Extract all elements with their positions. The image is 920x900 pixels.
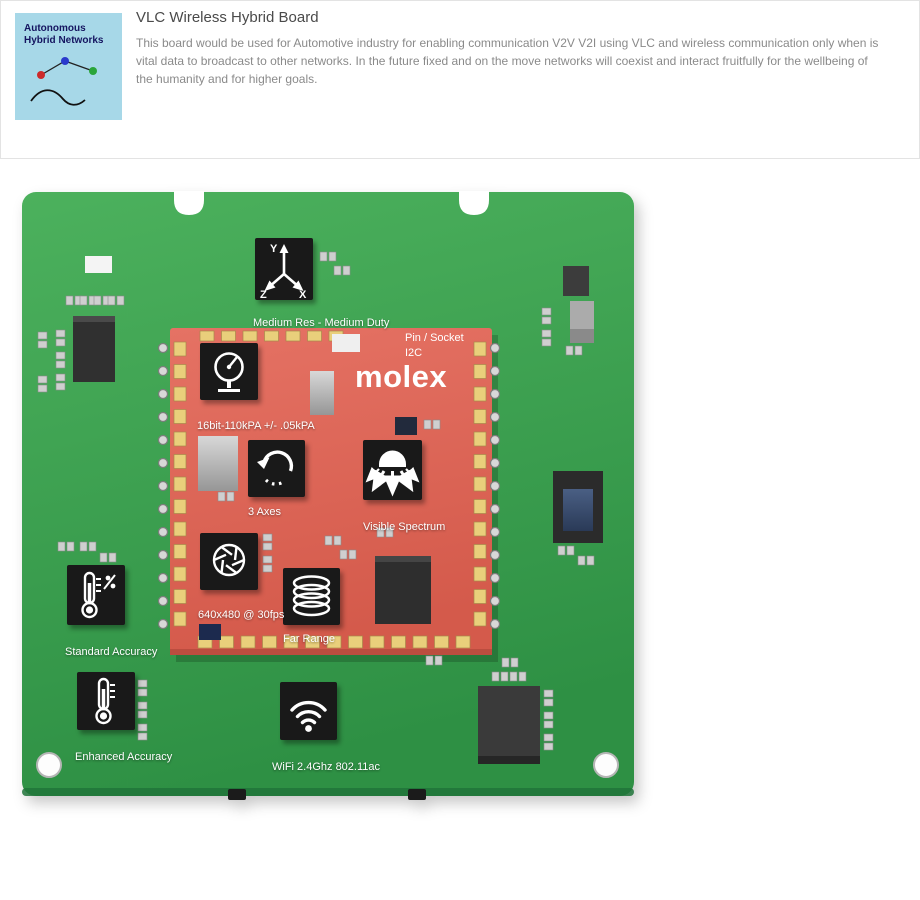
aperture-icon <box>200 533 258 590</box>
rotation-icon <box>248 440 305 497</box>
chip-top-left <box>73 316 115 382</box>
chip-bottom-right <box>478 686 540 764</box>
network-node-red <box>37 71 45 79</box>
molex-brand-text: molex <box>355 359 448 394</box>
logo-text-line2: Hybrid Networks <box>24 35 104 46</box>
label-temp-enhanced: Enhanced Accuracy <box>75 751 173 763</box>
module-main-ic <box>375 556 431 624</box>
label-vlc: Visible Spectrum <box>363 521 446 533</box>
xyz-axes-icon: Y Z X <box>255 238 313 300</box>
project-description: This board would be used for Automotive … <box>136 36 879 86</box>
label-temp-standard: Standard Accuracy <box>65 646 158 658</box>
label-accelerometer: Medium Res - Medium Duty <box>253 317 390 329</box>
wave-line <box>30 89 86 106</box>
mounting-hole-left <box>36 752 62 778</box>
pcb-render: Y Z X <box>22 190 634 806</box>
wifi-icon <box>280 682 337 740</box>
chip-top-right <box>563 266 589 296</box>
module-blue-ic <box>199 624 221 640</box>
module-silver-can <box>198 436 238 491</box>
module-connector-note: Pin / Socket I2C <box>405 331 464 362</box>
module-metal-component <box>310 371 334 415</box>
pressure-gauge-icon <box>200 343 258 400</box>
label-pressure: 16bit-110kPA +/- .05kPA <box>197 420 315 432</box>
through-hole-headers <box>157 342 501 630</box>
thermometer-icon <box>77 672 135 730</box>
coil-icon <box>283 568 340 625</box>
board-bottom-edge <box>22 788 634 796</box>
logo-text-line1: Autonomous <box>24 23 86 34</box>
logo-graphic: Autonomous Hybrid Networks <box>24 23 104 106</box>
module-white-pad <box>332 334 360 352</box>
bottom-connector-right <box>408 789 426 800</box>
module-edge-pads <box>173 330 487 649</box>
label-camera: 640x480 @ 30fps <box>198 609 285 621</box>
project-header-card: Autonomous Hybrid Networks VLC Wireless … <box>0 0 920 159</box>
bus-label: I2C <box>405 347 423 360</box>
network-node-green <box>89 67 97 75</box>
svg-text:Y: Y <box>270 243 278 255</box>
bottom-connector-left <box>228 789 246 800</box>
svg-text:X: X <box>299 289 307 300</box>
module-small-ic <box>395 417 417 435</box>
label-gyroscope: 3 Axes <box>248 506 282 518</box>
svg-text:Z: Z <box>260 289 267 300</box>
network-node-blue <box>61 57 69 65</box>
page-title: VLC Wireless Hybrid Board <box>136 9 319 26</box>
connector-label: Pin / Socket <box>405 332 464 344</box>
white-label-pad <box>85 256 112 273</box>
label-range: Far Range <box>283 633 335 645</box>
light-beam-icon <box>363 440 422 500</box>
smd-pad-clusters <box>37 251 595 751</box>
board-notch-left <box>174 191 204 215</box>
thermometer-icon <box>67 565 125 625</box>
logo-image: Autonomous Hybrid Networks <box>15 13 122 120</box>
label-wifi: WiFi 2.4Ghz 802.11ac <box>272 761 381 773</box>
mounting-hole-right <box>593 752 619 778</box>
board-notch-right <box>459 191 489 215</box>
